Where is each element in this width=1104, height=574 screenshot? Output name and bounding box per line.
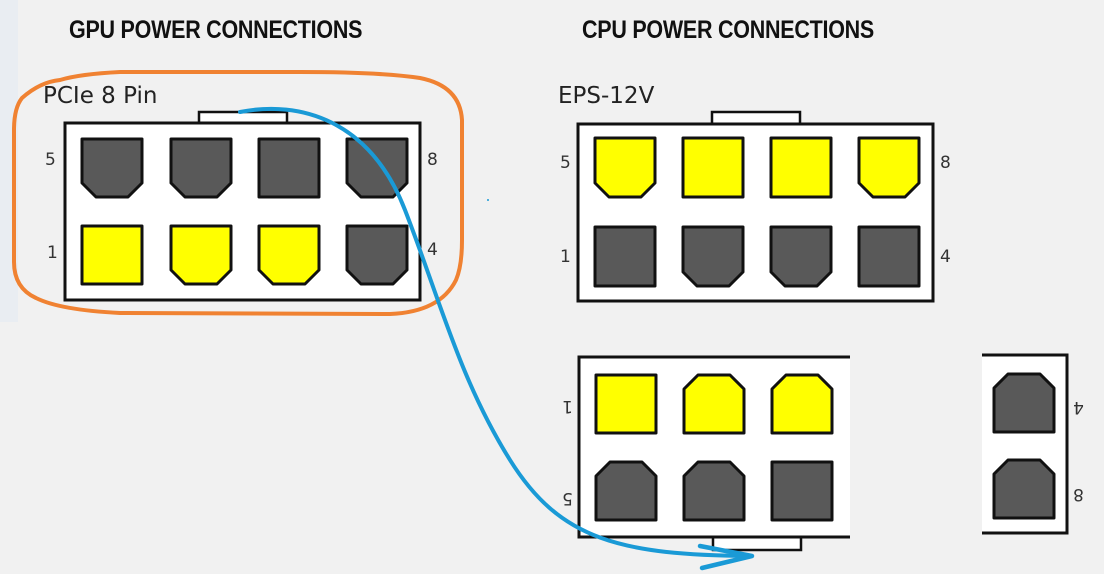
pcie-pin-4-ground: [345, 224, 409, 286]
fragment-pin-label-4: 4: [1073, 397, 1084, 417]
pcie-connector-label: PCIe 8 Pin: [43, 83, 158, 109]
eps-pin-label-5: 5: [560, 153, 571, 173]
eps-pin-label-4: 4: [940, 247, 951, 267]
rotated-pin-1-1-ground: [682, 460, 746, 522]
rotated-pin-0-0-power: [594, 373, 658, 435]
fragment-pin-label-8: 8: [1073, 484, 1084, 504]
eps-pin-label-1: 1: [560, 247, 571, 267]
eps-12v-connector: [576, 110, 935, 303]
pcie-pin-label-4: 4: [427, 240, 438, 260]
stray-dot: [487, 199, 489, 201]
pcie-pin-1-power: [80, 224, 144, 286]
pcie-pin-6-ground: [169, 137, 233, 199]
pcie-pin-label-5: 5: [45, 150, 56, 170]
eps-pin-4-ground: [857, 225, 921, 288]
gpu-heading: GPU POWER CONNECTIONS: [69, 16, 363, 44]
blue-arrow: [238, 106, 755, 571]
eps-pin-1-ground: [593, 225, 657, 288]
pcie-8pin-connector: [63, 110, 422, 302]
rotated-pin-label-1: 1: [562, 396, 573, 416]
eps-pin-8-power: [857, 136, 921, 199]
rotated-pin-0-2-power: [770, 373, 834, 435]
pcie-pin-8-ground: [345, 137, 409, 199]
eps-pin-5-power: [593, 136, 657, 199]
pcie-pin-5-ground: [80, 137, 144, 199]
eps-connector-label: EPS-12V: [558, 83, 655, 109]
rotated-connector-fragment: [982, 353, 1069, 535]
cpu-heading: CPU POWER CONNECTIONS: [582, 16, 875, 44]
fragment-pin-1-0-ground: [992, 458, 1056, 520]
pcie-pin-7-ground: [257, 137, 321, 199]
fragment-pin-0-0-ground: [992, 372, 1056, 434]
pcie-pin-2-power: [169, 224, 233, 286]
rotated-cpu-connector: [577, 355, 850, 552]
rotated-pin-1-2-ground: [770, 460, 834, 522]
eps-pin-3-ground: [769, 225, 833, 288]
eps-pin-7-power: [769, 136, 833, 199]
pcie-pin-label-1: 1: [47, 243, 58, 263]
rotated-pin-0-1-power: [682, 373, 746, 435]
pcie-pin-3-power: [257, 224, 321, 286]
eps-pin-label-8: 8: [940, 153, 951, 173]
pcie-pin-label-8: 8: [427, 150, 438, 170]
eps-pin-2-ground: [681, 225, 745, 288]
eps-pin-6-power: [681, 136, 745, 199]
rotated-pin-label-5: 5: [562, 488, 573, 508]
rotated-pin-1-0-ground: [594, 460, 658, 522]
